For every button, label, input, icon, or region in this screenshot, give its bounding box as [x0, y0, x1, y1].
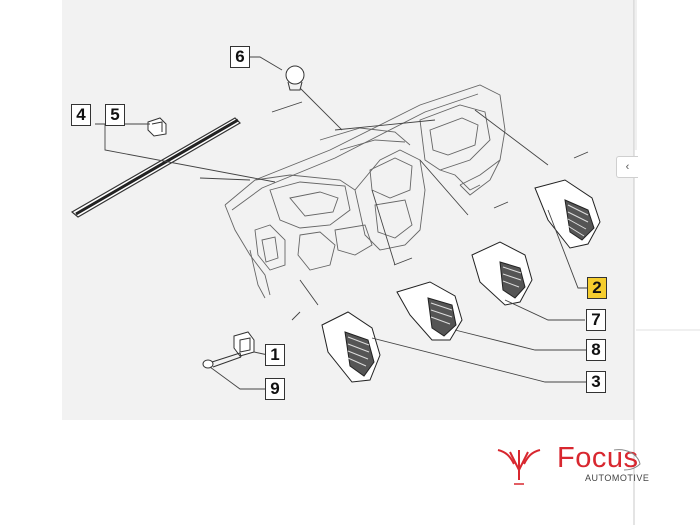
brand-subtitle: AUTOMOTIVE — [585, 473, 650, 483]
brand-arc-icon — [613, 449, 641, 471]
callout-2[interactable]: 2 — [587, 277, 607, 299]
vent-8-illustration — [396, 281, 463, 341]
callout-6[interactable]: 6 — [230, 46, 250, 68]
brand-name: Focus — [557, 442, 639, 474]
vent-2-illustration — [534, 179, 601, 249]
clip-illustration — [147, 117, 167, 137]
collapse-panel-button[interactable]: ‹ — [616, 156, 638, 178]
fastener-illustration — [233, 331, 255, 357]
vent-3-illustration — [321, 311, 381, 383]
callout-3[interactable]: 3 — [586, 371, 606, 393]
callout-9[interactable]: 9 — [265, 378, 285, 400]
leader-lines — [95, 56, 590, 390]
screw-illustration — [202, 352, 242, 369]
focus-logo-icon — [497, 449, 541, 485]
vent-7-illustration — [471, 241, 533, 306]
chevron-left-icon: ‹ — [625, 161, 630, 173]
callout-4[interactable]: 4 — [71, 104, 91, 126]
callout-1[interactable]: 1 — [265, 344, 285, 366]
callout-7[interactable]: 7 — [586, 309, 606, 331]
callout-8[interactable]: 8 — [586, 339, 606, 361]
bulb-illustration — [285, 65, 305, 91]
callout-5[interactable]: 5 — [105, 104, 125, 126]
trim-strip-illustration — [70, 117, 241, 218]
